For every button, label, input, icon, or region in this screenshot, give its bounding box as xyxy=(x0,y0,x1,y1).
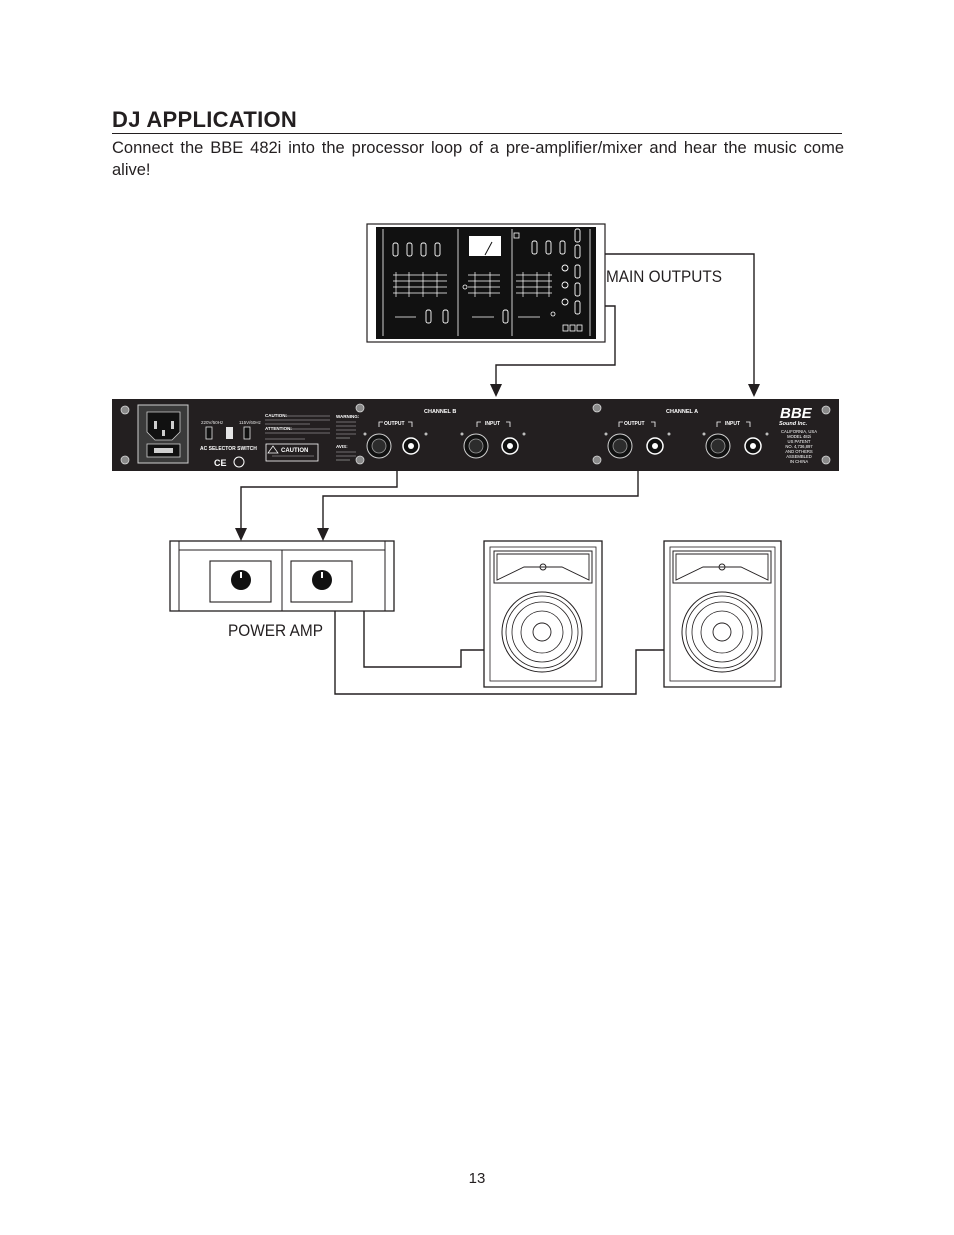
arrow-channel-b-input xyxy=(490,384,502,397)
info-line: ASSEMBLED xyxy=(786,454,812,459)
info-line: NO. 4,736,897 xyxy=(785,444,813,449)
main-outputs-label: MAIN OUTPUTS xyxy=(606,267,722,286)
signal-wires xyxy=(240,253,755,695)
voltage-right-label: 115V/60Hz xyxy=(239,420,262,425)
panel-jacks xyxy=(366,433,762,459)
arrow-amp-right-input xyxy=(317,528,329,541)
attention-heading: ATTENTION: xyxy=(265,426,292,431)
channel-a-label: CHANNEL A xyxy=(666,409,698,415)
caution-heading: CAUTION: xyxy=(265,413,287,418)
power-amp-illustration xyxy=(169,540,395,612)
channel-a-output-wire xyxy=(322,462,639,530)
channel-b-input-label: INPUT xyxy=(485,421,500,427)
main-out-left-wire xyxy=(495,305,616,386)
arrow-channel-a-input xyxy=(748,384,760,397)
warning-heading: WARNING: xyxy=(336,414,360,419)
voltage-left-label: 220V/50Hz xyxy=(201,420,224,425)
speaker-left xyxy=(483,540,603,688)
arrowheads xyxy=(235,384,760,541)
mixer-illustration xyxy=(366,223,606,343)
info-line: IN CHINA xyxy=(790,459,809,464)
power-amp-label: POWER AMP xyxy=(228,621,323,640)
channel-a-output-label: OUTPUT xyxy=(624,421,645,427)
caution-label: CAUTION xyxy=(281,448,308,454)
ac-selector-label: AC SELECTOR SWITCH xyxy=(200,446,257,452)
speaker-left-wire xyxy=(363,610,485,668)
speaker-right-wire xyxy=(334,610,664,695)
section-title: DJ APPLICATION xyxy=(112,107,298,132)
title-rule xyxy=(112,133,842,134)
channel-b-label: CHANNEL B xyxy=(424,409,456,415)
main-out-right-wire xyxy=(605,253,755,386)
channel-a-input-label: INPUT xyxy=(725,421,740,427)
channel-b-output-wire xyxy=(240,462,398,530)
speaker-right xyxy=(663,540,782,688)
avis-heading: AVIS: xyxy=(336,444,348,449)
page-number: 13 xyxy=(468,1170,486,1187)
info-line: US PATENT xyxy=(788,439,811,444)
brand-sub: Sound Inc. xyxy=(779,421,808,427)
info-line: MODEL 482i xyxy=(787,434,811,439)
brand-logo: BBE xyxy=(780,405,813,422)
bbe-482i-rear-panel: 220V/50Hz 115V/60Hz AC SELECTOR SWITCH C… xyxy=(112,399,839,471)
info-line: CALIFORNIA, USA xyxy=(781,429,817,434)
unit-info-block: CALIFORNIA, USA MODEL 482i US PATENT NO.… xyxy=(781,429,817,464)
intro-text: Connect the BBE 482i into the processor … xyxy=(112,139,844,179)
arrow-amp-left-input xyxy=(235,528,247,541)
channel-b-output-label: OUTPUT xyxy=(384,421,405,427)
info-line: AND OTHERS xyxy=(785,449,813,454)
ce-mark: CE xyxy=(214,458,227,468)
